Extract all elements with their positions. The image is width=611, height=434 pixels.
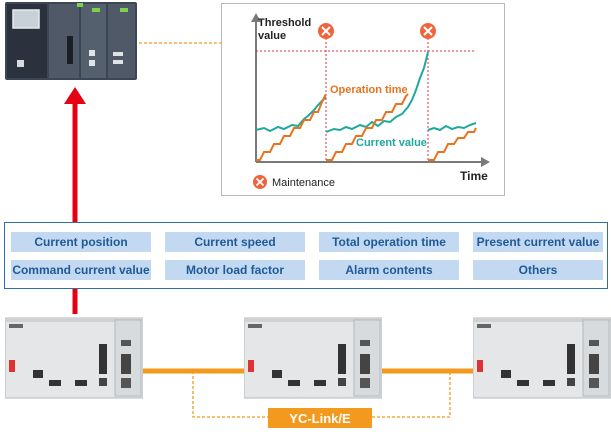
maintenance-chart-panel: Threshold value Operation time Current v…: [221, 3, 505, 196]
data-upload-arrow-head: [64, 87, 86, 104]
operation-time-series: [256, 93, 327, 161]
operation-time-series: [428, 127, 477, 161]
data-tag-others: Others: [473, 260, 603, 280]
data-tag-command-current-value: Command current value: [11, 260, 151, 280]
operation-time-label: Operation time: [330, 84, 408, 96]
maintenance-legend-icon: [253, 175, 267, 189]
robot-controller-image: [473, 317, 611, 399]
maintenance-legend-label: Maintenance: [272, 177, 335, 189]
robot-controller-image: [5, 317, 143, 399]
current-value-series: [427, 122, 477, 132]
y-axis-label-line2: value: [258, 30, 286, 42]
monitored-data-band: Current position Current speed Total ope…: [4, 222, 608, 289]
x-axis-label: Time: [460, 169, 488, 183]
current-value-label: Current value: [356, 137, 427, 149]
data-tag-motor-load-factor: Motor load factor: [165, 260, 305, 280]
x-axis-arrowhead: [481, 157, 490, 167]
data-tag-alarm-contents: Alarm contents: [319, 260, 459, 280]
operation-time-series: [326, 93, 409, 161]
data-tag-total-operation-time: Total operation time: [319, 232, 459, 252]
current-value-series: [325, 51, 429, 133]
maintenance-icon: [318, 23, 334, 39]
plc-controller-image: [5, 2, 137, 80]
maintenance-icon: [420, 23, 436, 39]
maintenance-chart: Threshold value Operation time Current v…: [251, 13, 490, 189]
current-value-series: [255, 96, 327, 133]
y-axis-arrowhead: [251, 13, 261, 22]
data-tag-current-position: Current position: [11, 232, 151, 252]
data-tag-present-current-value: Present current value: [473, 232, 603, 252]
network-label: YC-Link/E: [268, 408, 372, 428]
y-axis-label-line1: Threshold: [258, 17, 311, 29]
network-dashed-bracket: [192, 371, 451, 418]
robot-controller-image: [244, 317, 382, 399]
data-tag-current-speed: Current speed: [165, 232, 305, 252]
